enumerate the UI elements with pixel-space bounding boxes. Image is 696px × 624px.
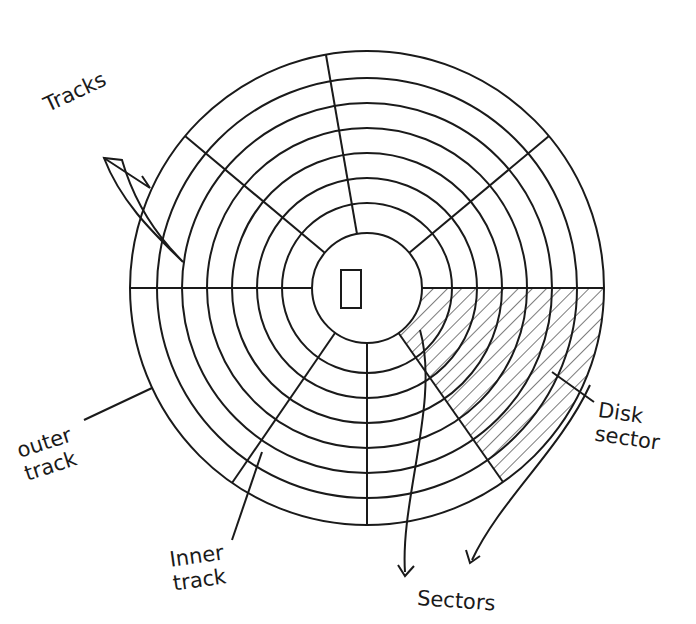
sectors-label: Sectors [416,586,527,618]
outer-track-label: outer track [14,415,105,486]
tracks-label: Tracks [40,53,141,117]
inner-track-label: Inner track [168,535,264,595]
disk-sector-label: Disk sector [593,398,679,457]
